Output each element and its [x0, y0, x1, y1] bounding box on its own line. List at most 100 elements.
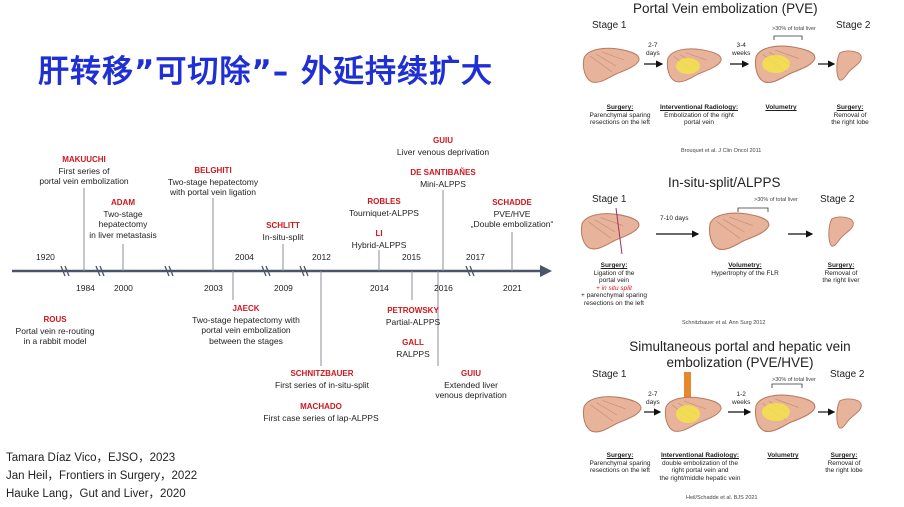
event-author: MAKUUCHI [62, 155, 106, 164]
hve-illustration [582, 372, 862, 433]
citation: Brouquet et al. J Clin Oncol 2011 [681, 148, 762, 154]
panel-title: Simultaneous portal and hepatic vein emb… [629, 339, 851, 370]
year-label: 2003 [204, 283, 223, 293]
event-text: Portal vein re-routing [15, 325, 95, 336]
event-text: Partial-ALPPS [385, 316, 441, 327]
event-text: between the stages [209, 335, 283, 346]
year-label: 2004 [235, 252, 254, 262]
timeline-event: SCHLITT In-situ-split [253, 221, 313, 242]
interval-label: 7-10 days [660, 215, 689, 222]
pve-illustration [582, 35, 862, 84]
timeline-event: GUIU Extended liver venous deprivation [426, 369, 516, 401]
event-author: GALL [402, 338, 424, 347]
stage-label: Stage 1 [592, 20, 627, 31]
panel-title: In-situ-split/ALPPS [668, 175, 781, 190]
event-text: PVE/HVE [493, 208, 531, 219]
event-text: First case series of lap-ALPPS [263, 412, 379, 423]
year-label: 1920 [36, 252, 55, 262]
event-text: in liver metastasis [89, 229, 157, 240]
reference: Hauke Lang，Gut and Liver，2020 [6, 488, 186, 500]
event-author: LI [375, 229, 383, 238]
event-text: Two-stage hepatectomy with [192, 314, 300, 325]
volume-threshold: >30% of total liver [754, 197, 798, 203]
event-author: DE SANTIBAÑES [410, 168, 476, 177]
stage-label: Stage 1 [592, 369, 627, 380]
timeline-axis [12, 265, 552, 277]
event-text: First series of [58, 165, 110, 176]
timeline-event: LI Hybrid-ALPPS [339, 229, 419, 250]
event-text: in a rabbit model [23, 336, 87, 346]
event-text: Tourniquet-ALPPS [349, 207, 419, 218]
timeline-event: ADAM Two-stage hepatectomy in liver meta… [78, 198, 168, 240]
step-caption: Volumetry [767, 452, 799, 459]
event-text: First series of in-situ-split [275, 379, 369, 390]
timeline-event: MAKUUCHI First series of portal vein emb… [34, 155, 134, 187]
reference: Tamara Díaz Vico，EJSO，2023 [6, 452, 176, 464]
timeline-event: ROUS Portal vein re-routing in a rabbit … [0, 315, 110, 347]
step-caption: Interventional Radiology:double emboliza… [659, 452, 741, 482]
event-text: hepatectomy [98, 219, 148, 229]
timeline-event: SCHNITZBAUER First series of in-situ-spl… [264, 369, 380, 390]
alpps-illustration [580, 207, 854, 255]
event-text: portal vein embolization [39, 176, 129, 186]
year-label: 2015 [402, 252, 421, 262]
event-text: Mini-ALPPS [420, 178, 466, 189]
year-label: 2014 [370, 283, 389, 293]
timeline-event: ROBLES Tourniquet-ALPPS [329, 197, 439, 218]
slide-title: 肝转移”可切除”– 外延持续扩大 [38, 54, 494, 90]
event-text: RALPPS [396, 348, 430, 359]
timeline-event: BELGHITI Two-stage hepatectomy with port… [160, 166, 266, 198]
reference: Jan Heil，Frontiers in Surgery，2022 [6, 470, 198, 482]
event-text: Extended liver [444, 379, 498, 390]
references: Tamara Díaz Vico，EJSO，2023 Jan Heil，Fron… [6, 449, 197, 503]
year-label: 2000 [114, 283, 133, 293]
year-label: 1984 [76, 283, 95, 293]
event-author: GUIU [461, 369, 481, 378]
stage-label: Stage 2 [836, 20, 871, 31]
event-author: SCHNITZBAUER [290, 369, 354, 378]
event-text: with portal vein ligation [170, 187, 256, 197]
event-author: SCHADDE [492, 198, 532, 207]
citation: Schnitzbauer et al. Ann Surg 2012 [682, 320, 766, 326]
event-text: Two-stage [103, 208, 143, 219]
event-text: venous deprivation [435, 390, 507, 400]
stage-label: Stage 2 [820, 194, 855, 205]
year-label: 2017 [466, 252, 485, 262]
stage-label: Stage 1 [592, 194, 627, 205]
event-text: „Double embolization“ [470, 219, 554, 229]
timeline-event: DE SANTIBAÑES Mini-ALPPS [393, 168, 493, 189]
step-caption: Volumetry [765, 104, 797, 111]
citation: Heil/Schadde et al. BJS 2021 [686, 495, 758, 501]
event-author: BELGHITI [194, 166, 232, 175]
event-text: portal vein embolization [201, 325, 291, 335]
step-caption: Volumetry:Hypertrophy of the FLR [711, 262, 779, 277]
event-author: PETROWSKY [387, 306, 439, 315]
event-author: GUIU [433, 136, 453, 145]
timeline-event: SCHADDE PVE/HVE „Double embolization“ [464, 198, 560, 230]
volume-threshold: >30% of total liver [772, 26, 816, 32]
event-text: Liver venous deprivation [396, 146, 490, 157]
year-label: 2012 [312, 252, 331, 262]
event-author: MACHADO [300, 402, 342, 411]
event-text: Hybrid-ALPPS [351, 239, 407, 250]
timeline-event: MACHADO First case series of lap-ALPPS [256, 402, 386, 423]
event-author: ADAM [111, 198, 135, 207]
timeline-connectors [83, 188, 513, 366]
panel-title: Portal Vein embolization (PVE) [633, 1, 818, 16]
timeline-event: GALL RALPPS [388, 338, 438, 359]
event-author: ROUS [43, 315, 67, 324]
timeline-event: GUIU Liver venous deprivation [388, 136, 498, 157]
event-author: JAECK [232, 304, 260, 313]
timeline-event: PETROWSKY Partial-ALPPS [378, 306, 448, 327]
stage-label: Stage 2 [830, 369, 865, 380]
